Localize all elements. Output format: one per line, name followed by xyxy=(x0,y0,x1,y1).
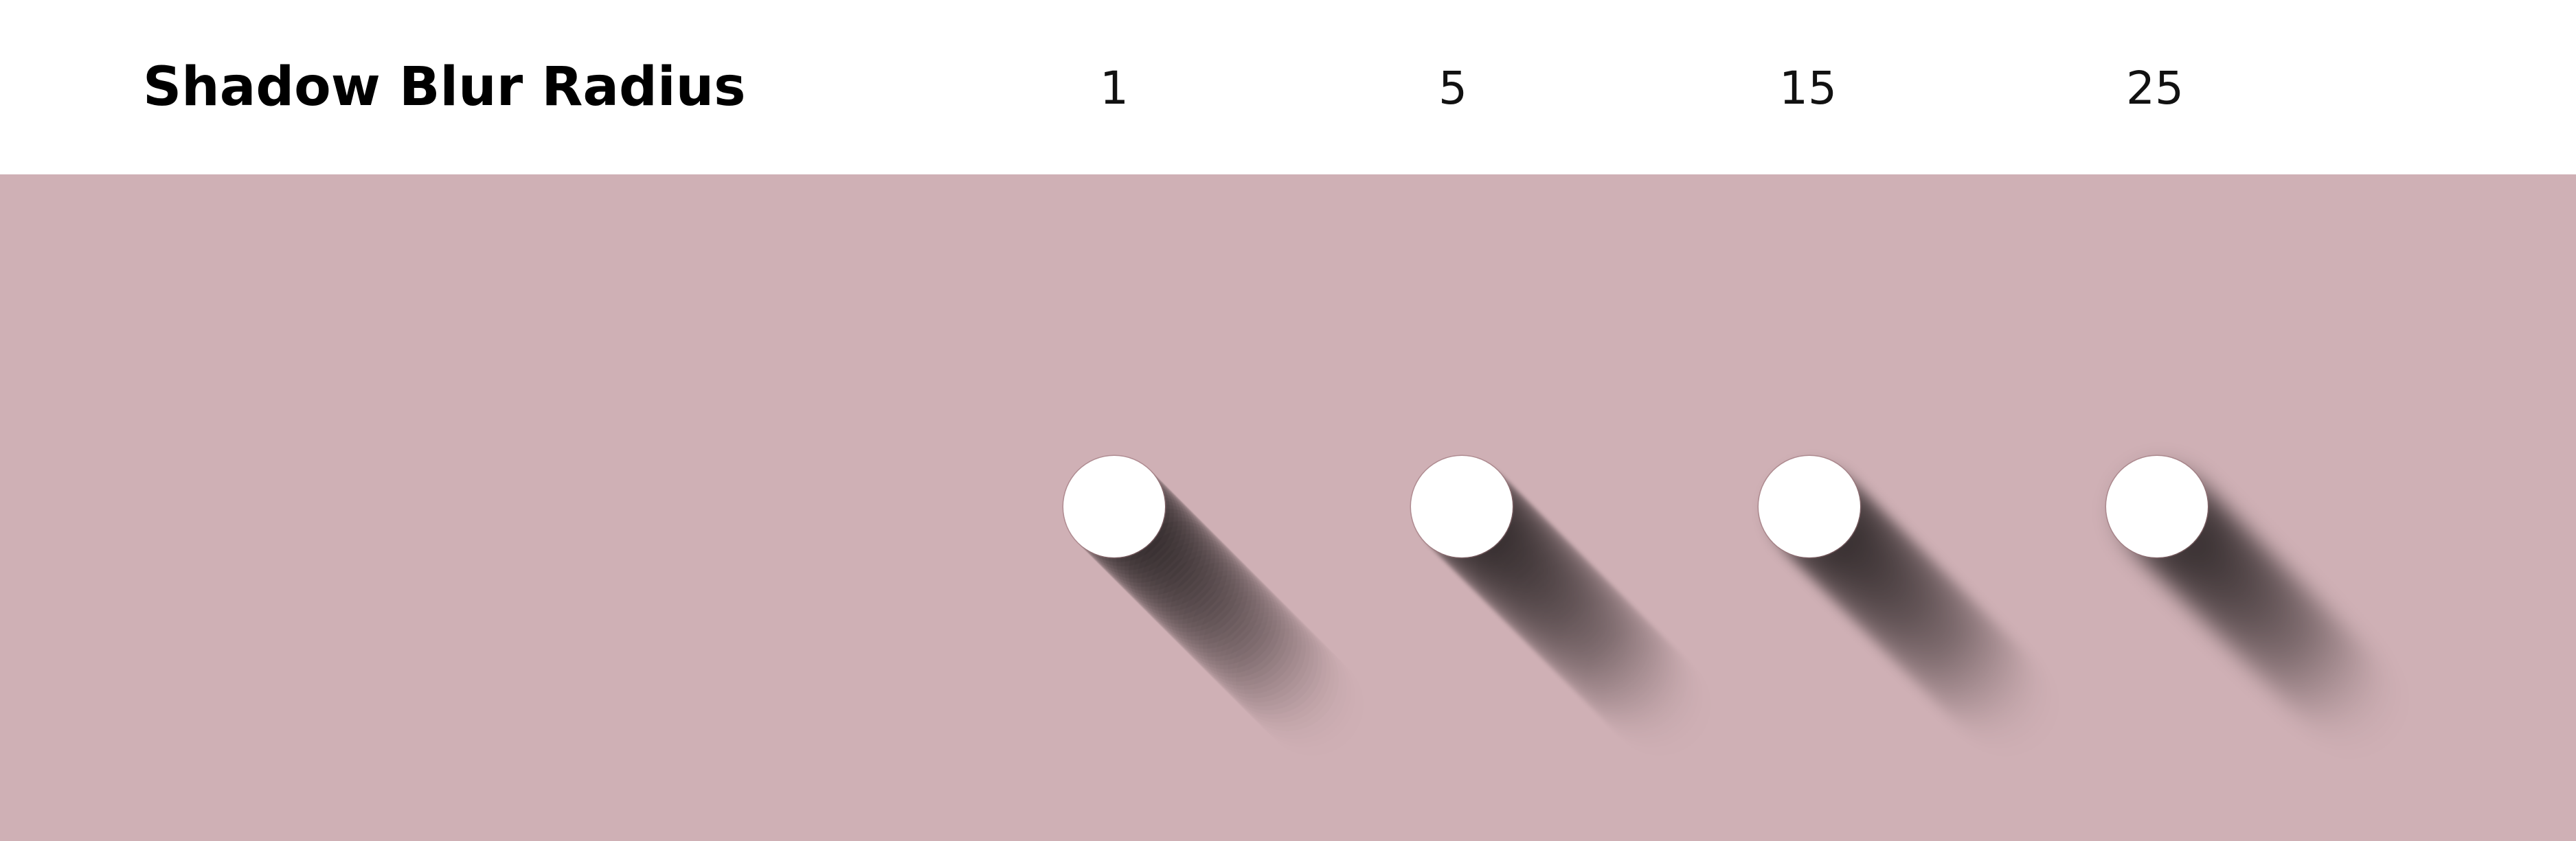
shadow-segment xyxy=(1153,546,1256,649)
shadow-segment xyxy=(1497,542,1600,645)
shadow-segment xyxy=(1853,550,1956,653)
shadow-segment xyxy=(1836,533,1939,636)
shadow-segment xyxy=(1141,533,1244,636)
shadow-segment xyxy=(1857,554,1960,657)
shadow-segment xyxy=(1149,542,1252,645)
shadow-segment xyxy=(1162,554,1265,657)
shadow-segment xyxy=(1509,554,1612,657)
shadow-segment xyxy=(1170,562,1273,665)
shadow-segment xyxy=(2213,562,2316,665)
shadow-segment xyxy=(1166,558,1269,661)
shadow-segment xyxy=(2204,554,2307,657)
shadow-segment xyxy=(2192,542,2295,645)
shadow-segment xyxy=(2196,546,2299,649)
shadow-segment xyxy=(1157,550,1261,653)
shadow-segment xyxy=(1489,533,1592,636)
shadow-segment xyxy=(1484,529,1588,632)
shadow-segment xyxy=(1517,562,1620,665)
shadow-segment xyxy=(1840,538,1943,641)
shadow-segment xyxy=(1174,566,1277,669)
shadow-segment xyxy=(1849,546,1952,649)
shadow-segment xyxy=(1522,566,1625,669)
shadow-segment xyxy=(1137,529,1240,632)
shadow-segment xyxy=(2184,533,2287,636)
shadow-segment xyxy=(1505,550,1608,653)
shadow-segment xyxy=(1493,538,1596,641)
shadow-segment xyxy=(2200,550,2303,653)
white-circle xyxy=(1063,456,1165,557)
page-title: Shadow Blur Radius xyxy=(143,56,746,118)
white-circle xyxy=(1411,456,1513,557)
shadow-segment xyxy=(2208,558,2312,661)
shadow-segment xyxy=(1844,542,1947,645)
shadow-segment xyxy=(1865,562,1968,665)
shadow-segment xyxy=(1832,529,1935,632)
white-circle xyxy=(2106,456,2208,557)
shadow-stage xyxy=(0,174,2576,841)
shadow-segment xyxy=(2180,529,2283,632)
blur-value-label-4: 25 xyxy=(2126,62,2184,115)
blur-value-label-1: 1 xyxy=(1100,62,1129,115)
shadow-segment xyxy=(2217,566,2320,669)
shadow-segment xyxy=(1513,558,1616,661)
white-circle xyxy=(1759,456,1860,557)
shadow-segment xyxy=(1145,538,1248,641)
header-bar: Shadow Blur Radius 1 5 15 25 xyxy=(0,0,2576,174)
shadow-segment xyxy=(1501,546,1604,649)
blur-value-label-3: 15 xyxy=(1779,62,1837,115)
shadow-segment xyxy=(1869,566,1972,669)
shadow-segment xyxy=(1861,558,1964,661)
shadow-segment xyxy=(2188,538,2291,641)
blur-value-label-2: 5 xyxy=(1438,62,1467,115)
